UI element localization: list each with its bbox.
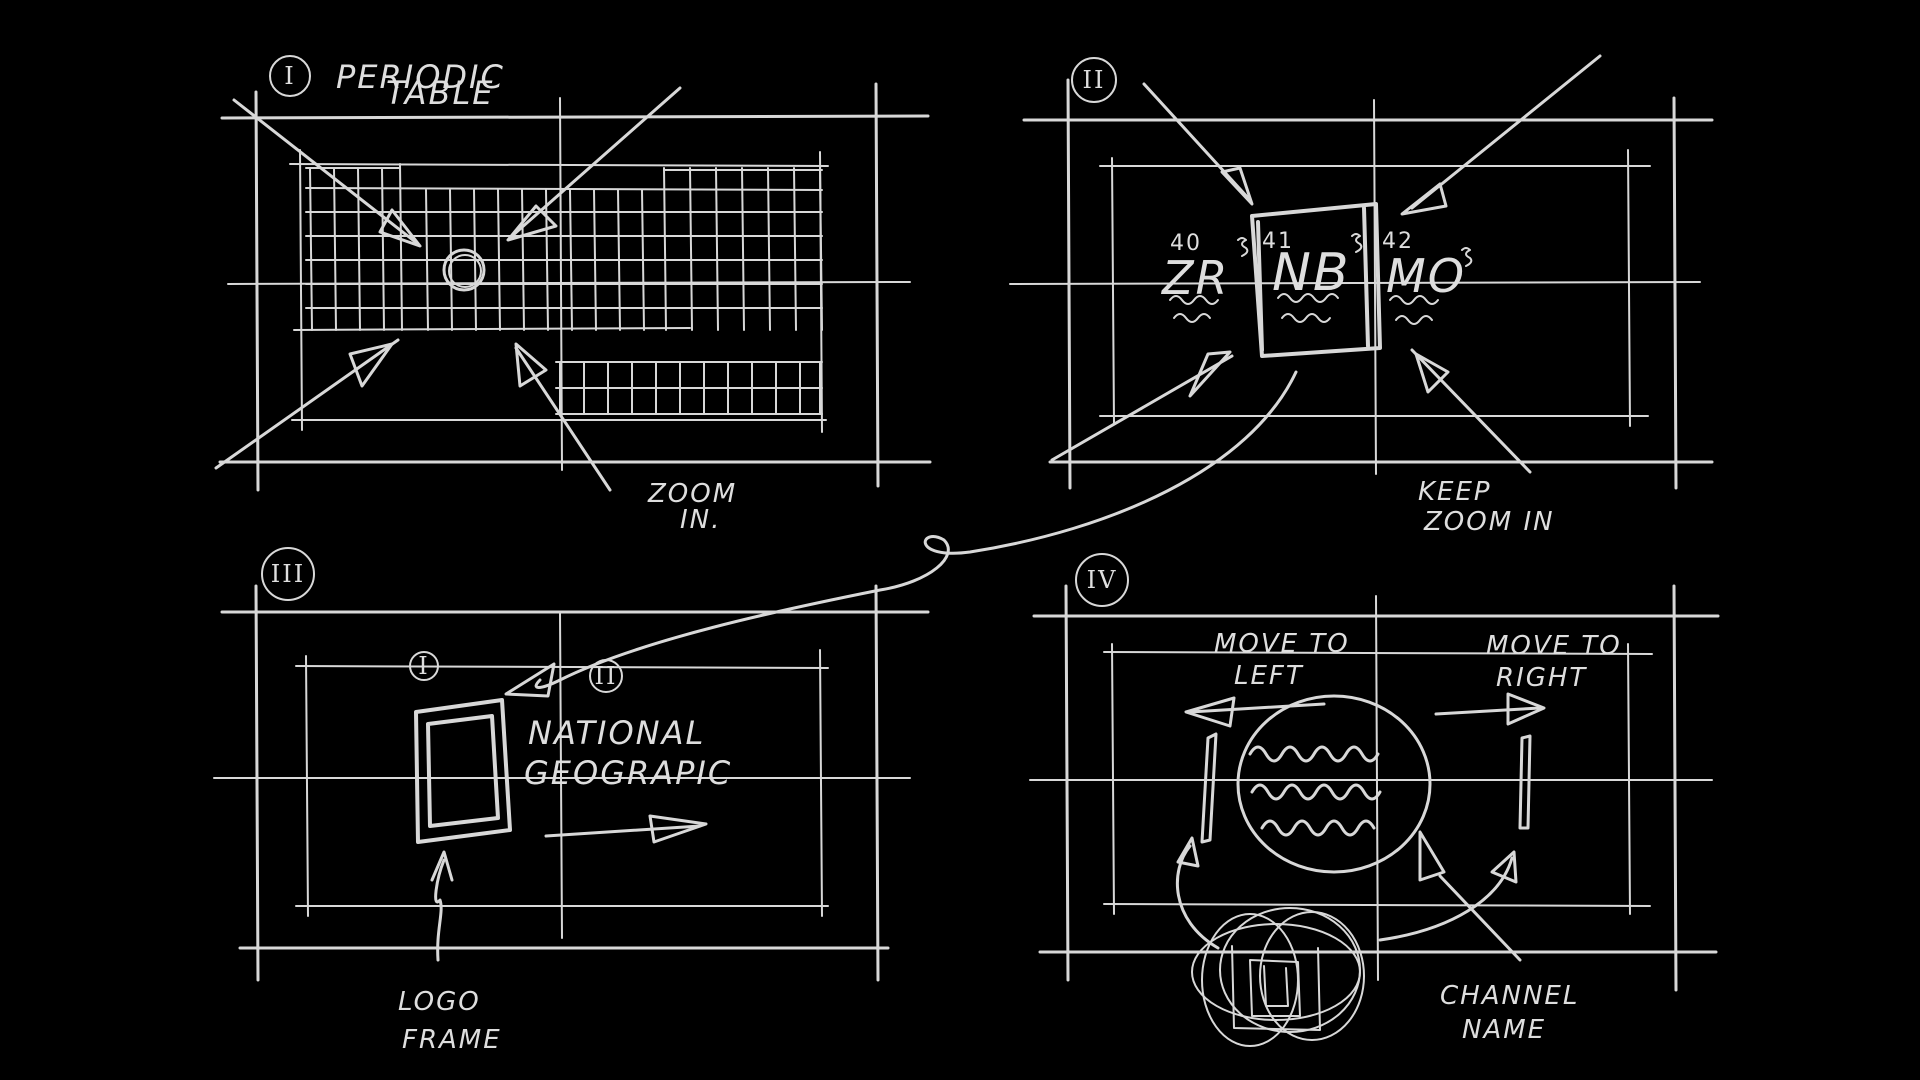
- panel-2-numeral: II: [1083, 66, 1106, 94]
- panel-4-left-note-line-2: LEFT: [1234, 661, 1304, 691]
- panel-1-note-line-2: IN.: [680, 505, 721, 535]
- channel-logo-scribble: [1192, 908, 1364, 1046]
- panel-4-note-line-1: CHANNEL: [1440, 981, 1579, 1011]
- channel-name-circle: [1238, 696, 1430, 872]
- panel-3-title-line-1: NATIONAL: [528, 714, 705, 752]
- panel-3-title-line-2: GEOGRAPIC: [524, 754, 732, 792]
- panel-3-note-line-1: LOGO: [398, 987, 481, 1017]
- transition-arrow-head: [506, 664, 554, 696]
- panel-1: I PERIODIC TABLE ZOOM IN.: [216, 56, 930, 535]
- panel-1-frame: [220, 84, 930, 490]
- panel-3: I II NATIONAL GEOGRAPIC III LOGO FRAME: [214, 548, 928, 1055]
- panel-4-numeral: IV: [1087, 566, 1118, 594]
- panel-1-numeral: I: [284, 62, 295, 90]
- panel-4: IV MOVE TO LEFT MOVE TO RIGHT CHANNEL NA…: [1030, 554, 1718, 1046]
- panel-3-marker-1: I: [418, 652, 429, 680]
- panel-3-numeral: III: [271, 560, 305, 588]
- panel-3-marker-2: II: [595, 662, 618, 690]
- panel-1-caption-line-2: TABLE: [386, 74, 495, 112]
- panel-2-inner-frame: [1010, 100, 1700, 474]
- periodic-table-lower-block: [556, 362, 822, 414]
- panel-2-note-line-1: KEEP: [1418, 477, 1492, 507]
- panel-4-right-note-line-1: MOVE TO: [1486, 631, 1622, 661]
- logo-frame: [416, 700, 510, 842]
- panel-4-right-note-line-2: RIGHT: [1496, 663, 1587, 693]
- channel-name-squiggles: [1250, 747, 1380, 835]
- panel-3-move-right-arrow: [546, 816, 706, 842]
- element-symbol-mo: MO: [1386, 249, 1466, 303]
- panel-1-zoom-arrows: [216, 88, 680, 490]
- panel-2: 40 ZR 41 NB 42 MO II KEEP ZOOM IN: [1010, 56, 1712, 537]
- panel-3-note-line-2: FRAME: [402, 1025, 502, 1055]
- panel-2-note-line-2: ZOOM IN: [1423, 507, 1555, 537]
- panel-4-note-line-2: NAME: [1462, 1015, 1546, 1045]
- periodic-table-grid: [294, 164, 822, 330]
- panel-4-left-note-line-1: MOVE TO: [1214, 629, 1350, 659]
- element-symbol-nb: NB: [1272, 243, 1351, 303]
- panel-4-move-right-arrow: [1436, 694, 1544, 724]
- panel-4-move-left-arrow: [1186, 698, 1324, 726]
- element-symbol-zr: ZR: [1160, 251, 1229, 305]
